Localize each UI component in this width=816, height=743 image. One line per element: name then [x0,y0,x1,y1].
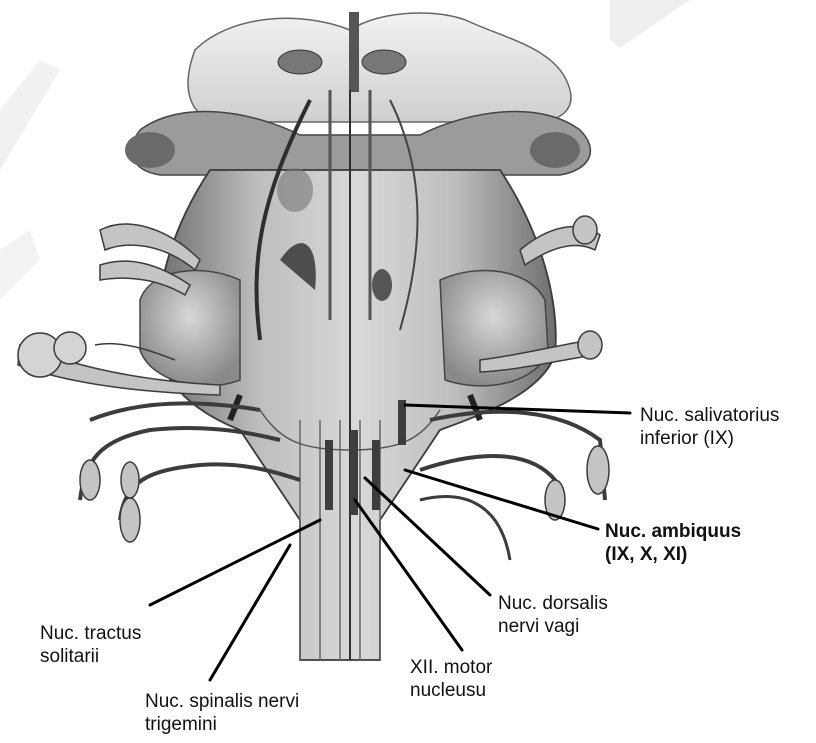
label-salivatorius-line1: Nuc. salivatorius [640,404,779,427]
label-motor-line1: XII. motor [410,656,492,679]
label-spinalis-line1: Nuc. spinalis nervi [145,690,299,713]
label-spinalis: Nuc. spinalis nervi trigemini [145,690,299,736]
label-salivatorius-line2: inferior (IX) [640,427,779,450]
label-motor-line2: nucleusu [410,679,492,702]
leader-dorsalis [365,478,490,595]
label-tractus-line2: solitarii [40,645,141,668]
leader-tractus [150,520,320,605]
label-dorsalis: Nuc. dorsalis nervi vagi [498,592,608,638]
label-salivatorius: Nuc. salivatorius inferior (IX) [640,404,779,450]
label-ambiquus: Nuc. ambiquus (IX, X, XI) [605,520,741,566]
cut-section [188,12,571,122]
label-motor: XII. motor nucleusu [410,656,492,702]
label-ambiquus-line1: Nuc. ambiquus [605,520,741,543]
label-tractus: Nuc. tractus solitarii [40,622,141,668]
label-dorsalis-line2: nervi vagi [498,615,608,638]
leader-ambiquus [405,470,598,529]
label-spinalis-line2: trigemini [145,713,299,736]
label-dorsalis-line1: Nuc. dorsalis [498,592,608,615]
leader-spinalis [210,545,290,680]
label-tractus-line1: Nuc. tractus [40,622,141,645]
label-ambiquus-line2: (IX, X, XI) [605,543,741,566]
